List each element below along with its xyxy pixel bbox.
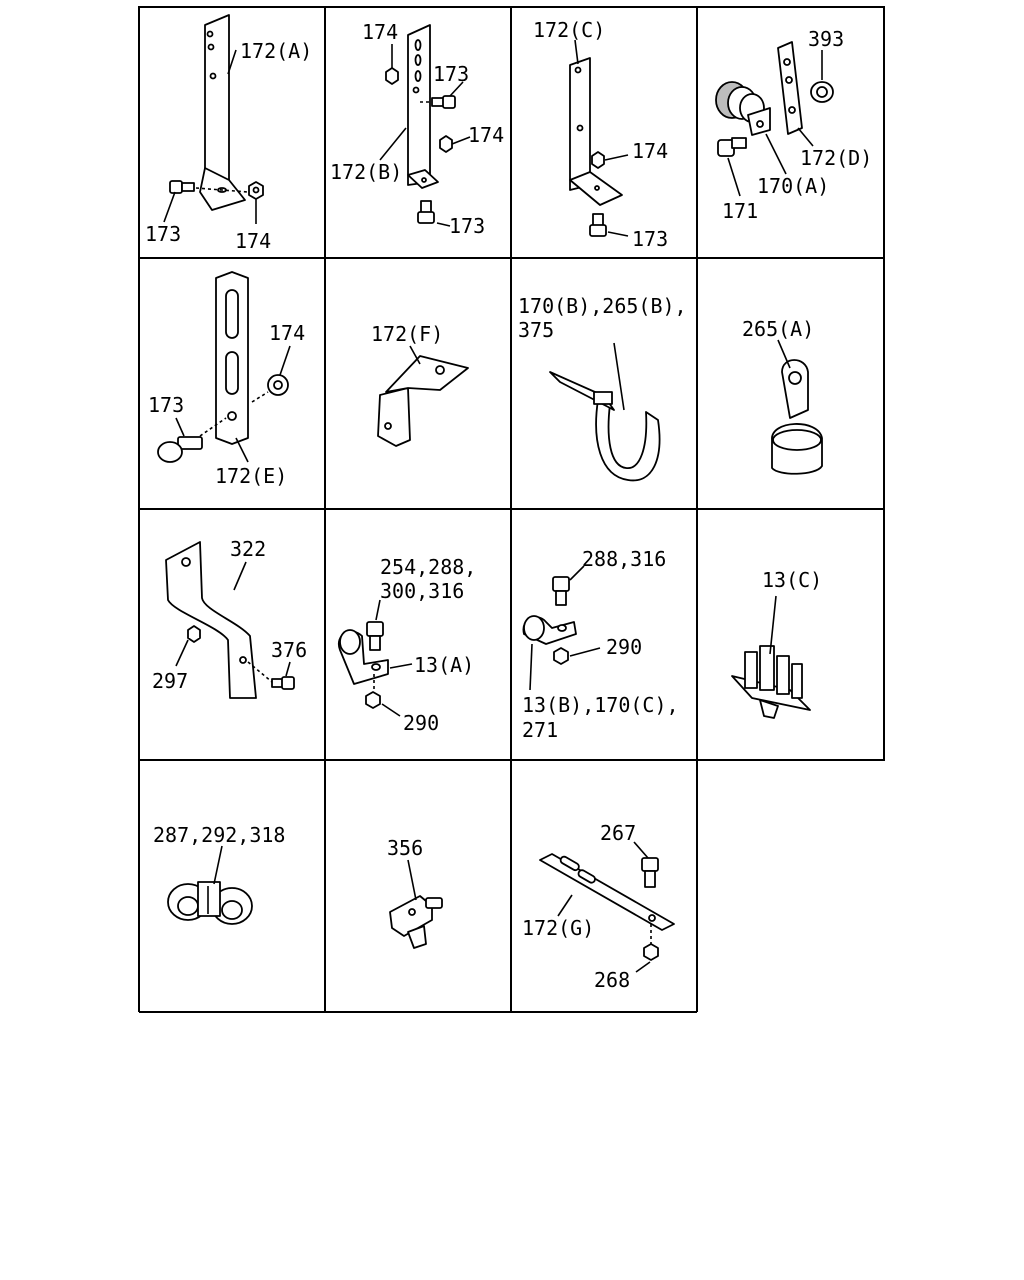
label-376: 376 [271, 638, 307, 662]
label-172b: 172(B) [330, 160, 402, 184]
cell-7: 170(B),265(B), 375 [518, 294, 687, 482]
grid-lines [138, 6, 885, 1013]
nut-393-drawing [810, 81, 834, 103]
label-173: 173 [148, 393, 184, 417]
nut-174-drawing [591, 151, 605, 169]
label-393: 393 [808, 27, 844, 51]
bolt-267-drawing [641, 857, 659, 888]
nut-174-top-drawing [385, 67, 399, 85]
cell-2: 174 173 174 172(B) 173 [330, 20, 504, 238]
bracket-172b-drawing [407, 24, 439, 189]
cell-8: 265(A) [742, 317, 823, 475]
cell-10: 254,288, 300,316 13(A) 290 [337, 555, 476, 735]
bolt-173-drawing [169, 180, 195, 194]
label-290: 290 [403, 711, 439, 735]
grommet-170a-drawing [715, 81, 771, 136]
nut-297-drawing [187, 625, 201, 643]
label-13a: 13(A) [414, 653, 474, 677]
label-172d: 172(D) [800, 146, 872, 170]
bolt-376-drawing [271, 676, 295, 690]
bracket-172e-drawing [215, 271, 249, 445]
cell-12: 13(C) [731, 568, 822, 719]
bracket-322-drawing [165, 541, 257, 699]
label-287-292-318: 287,292,318 [153, 823, 285, 847]
label-271: 271 [522, 718, 558, 742]
nut-174-drawing [267, 374, 289, 396]
cell-15: 267 172(G) 268 [522, 821, 675, 992]
label-322: 322 [230, 537, 266, 561]
label-174: 174 [235, 229, 271, 253]
nut-290-drawing [365, 691, 381, 709]
label-174: 174 [632, 139, 668, 163]
label-171: 171 [722, 199, 758, 223]
clip-13c-drawing [731, 645, 811, 719]
bracket-172c-drawing [569, 57, 623, 206]
label-173: 173 [632, 227, 668, 251]
label-174-mid: 174 [468, 123, 504, 147]
label-172f: 172(F) [371, 322, 443, 346]
label-174: 174 [269, 321, 305, 345]
bolt-254-drawing [366, 621, 384, 651]
label-13c: 13(C) [762, 568, 822, 592]
label-13b-170c: 13(B),170(C), [522, 693, 679, 717]
clamp-13a-drawing [337, 629, 389, 685]
bolt-173-drawing [589, 213, 607, 237]
label-172g: 172(G) [522, 916, 594, 940]
label-268: 268 [594, 968, 630, 992]
label-297: 297 [152, 669, 188, 693]
label-356: 356 [387, 836, 423, 860]
strap-172g-drawing [539, 853, 675, 931]
label-265a: 265(A) [742, 317, 814, 341]
clip-356-drawing [389, 895, 443, 949]
nut-268-drawing [643, 943, 659, 961]
nut-290-drawing [553, 647, 569, 665]
cell-3: 172(C) 174 173 [533, 18, 668, 251]
label-173-bottom: 173 [449, 214, 485, 238]
label-170a: 170(A) [757, 174, 829, 198]
label-267: 267 [600, 821, 636, 845]
bolt-173-drawing [157, 436, 203, 463]
label-172e: 172(E) [215, 464, 287, 488]
clip-265a-drawing [771, 359, 823, 475]
bolt-288-drawing [552, 576, 570, 606]
label-173-right: 173 [433, 62, 469, 86]
cell-1: 172(A) 173 174 [145, 14, 312, 253]
nut-174-drawing [248, 181, 264, 200]
nut-174-mid-drawing [439, 135, 453, 153]
cable-tie-170b-drawing [549, 371, 661, 482]
label-375: 375 [518, 318, 554, 342]
cell-13: 287,292,318 [153, 823, 285, 925]
cell-9: 322 297 376 [152, 537, 307, 699]
clip-287-drawing [167, 881, 253, 925]
label-288-316: 288,316 [582, 547, 666, 571]
cell-11: 288,316 290 13(B),170(C), 271 [522, 547, 679, 742]
cell-6: 172(F) [371, 322, 469, 447]
plate-172d-drawing [777, 41, 803, 135]
label-172c: 172(C) [533, 18, 605, 42]
label-254-288: 254,288, [380, 555, 476, 579]
label-300-316: 300,316 [380, 579, 464, 603]
label-172a: 172(A) [240, 39, 312, 63]
cell-5: 174 173 172(E) [148, 271, 305, 488]
cell-14: 356 [387, 836, 443, 949]
label-173: 173 [145, 222, 181, 246]
bolt-173-bottom-drawing [417, 200, 435, 224]
label-174-top: 174 [362, 20, 398, 44]
bolt-171-drawing [717, 137, 747, 157]
clamp-13b-drawing [522, 615, 577, 645]
bolt-173-right-drawing [431, 95, 456, 109]
bracket-172a-drawing [199, 14, 246, 211]
bracket-172f-drawing [377, 355, 469, 447]
label-290: 290 [606, 635, 642, 659]
label-170b-265b: 170(B),265(B), [518, 294, 687, 318]
cell-4: 393 172(D) 170(A) 171 [715, 27, 872, 223]
